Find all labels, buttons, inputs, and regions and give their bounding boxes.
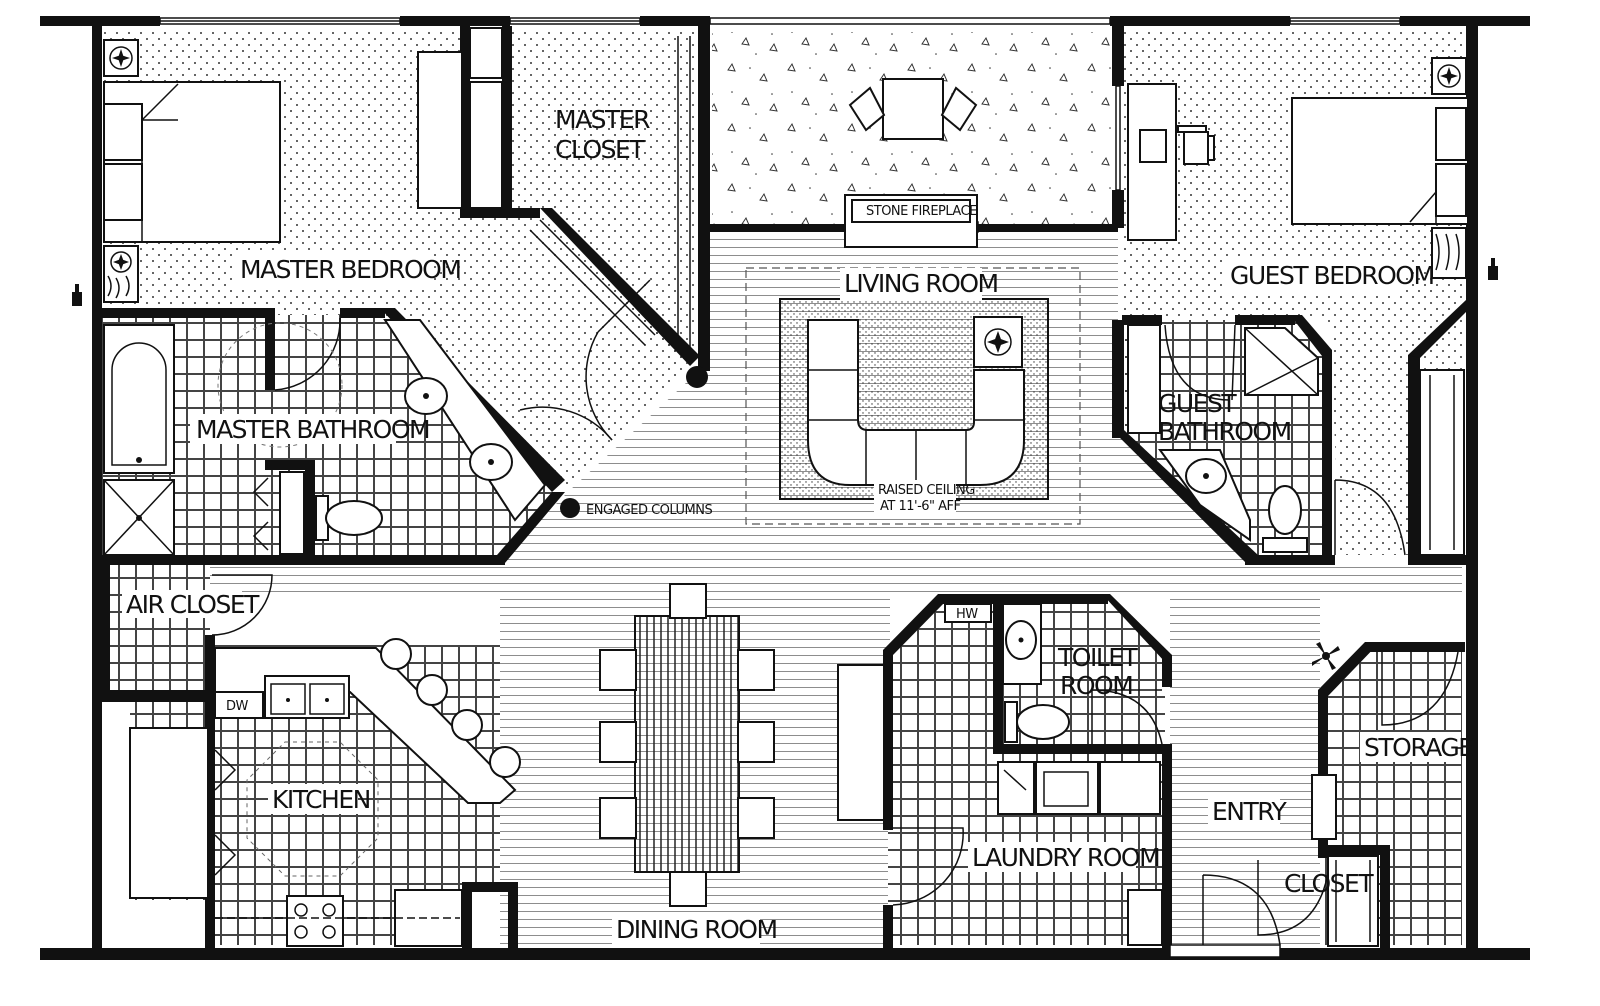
toilet-room-sink: [1002, 603, 1042, 685]
kitchen-lower-cabinets: [394, 889, 463, 947]
stone-fireplace: [844, 194, 978, 248]
refrigerator: [129, 727, 209, 899]
pantry-doors: [214, 749, 237, 876]
linen-cabinet: [252, 460, 315, 556]
storage-door: [1381, 651, 1459, 726]
label-master-closet: MASTER: [555, 105, 650, 134]
engaged-column: [560, 498, 580, 518]
label-kitchen: KITCHEN: [272, 785, 370, 814]
dining-table: [599, 583, 775, 907]
dining-set-patio: [848, 78, 978, 140]
kitchen-island-outline: [246, 741, 379, 877]
guest-closet: [1419, 369, 1465, 556]
air-closet-door: [211, 574, 273, 636]
guest-vanity-cabinet: [1127, 324, 1161, 434]
sectional-sofa: [807, 319, 1025, 486]
bar-stools: [380, 638, 521, 778]
exterior-light-icon: [72, 258, 1498, 306]
label-guest-bedroom: GUEST BEDROOM: [1230, 261, 1434, 290]
label-engaged-columns: ENGAGED COLUMNS: [586, 503, 712, 518]
label-guest-bathroom: BATHROOM: [1158, 417, 1291, 446]
entry-door: [1169, 874, 1281, 958]
shower: [103, 479, 175, 556]
guest-bedroom-doors: [1164, 324, 1406, 556]
label-laundry-room: LAUNDRY ROOM: [972, 843, 1159, 872]
guest-bed: [1291, 97, 1469, 225]
lamp-icon: [973, 316, 1023, 368]
master-bedroom-doors: [274, 279, 651, 441]
door-swing-dashed: [217, 322, 343, 448]
label-guest-bathroom: GUEST: [1158, 389, 1237, 418]
label-master-closet: CLOSET: [555, 135, 645, 164]
nightstand-lamp-icon: [103, 39, 139, 303]
guest-vanity: [1158, 449, 1251, 542]
toilet: [315, 495, 383, 541]
label-raised-ceiling: RAISED CEILING: [878, 483, 975, 498]
label-toilet-room: ROOM: [1060, 671, 1132, 700]
label-dishwasher: DW: [226, 699, 249, 714]
water-heater: [944, 603, 992, 623]
label-stone-fireplace: STONE FIREPLACE: [866, 204, 977, 219]
label-air-closet: AIR CLOSET: [126, 590, 260, 619]
laundry-cabinet: [1127, 889, 1163, 946]
laundry-appliances: [997, 761, 1161, 815]
label-toilet-room: TOILET: [1057, 643, 1139, 672]
sideboard: [837, 664, 885, 821]
guest-shower: [1244, 327, 1319, 396]
label-water-heater: HW: [956, 607, 978, 622]
plant-icon: [1312, 642, 1340, 670]
label-storage: STORAGE: [1364, 733, 1473, 762]
desk-and-chair: [1127, 83, 1215, 241]
bathtub: [103, 324, 175, 474]
room-labels: MASTER BEDROOM MASTER CLOSET MASTER BATH…: [122, 105, 1475, 944]
raised-ceiling-outline: [745, 267, 1081, 525]
kitchen-counter: [214, 647, 517, 804]
engaged-column: [686, 366, 708, 388]
toilet-room-door: [1091, 689, 1163, 745]
label-raised-ceiling-height: AT 11'-6" AFF: [880, 499, 961, 514]
annotation-labels: STONE FIREPLACE RAISED CEILING AT 11'-6"…: [226, 204, 979, 714]
label-dining-room: DINING ROOM: [616, 915, 777, 944]
toilet-room-toilet: [1004, 701, 1070, 743]
dresser: [417, 51, 463, 209]
label-master-bathroom: MASTER BATHROOM: [196, 415, 429, 444]
laundry-door: [892, 827, 964, 906]
nightstand-lamp-icon: [1431, 57, 1467, 279]
label-living-room: LIVING ROOM: [844, 269, 998, 298]
guest-toilet: [1262, 485, 1308, 553]
label-closet: CLOSET: [1284, 869, 1374, 898]
master-closet-shelving: [469, 27, 691, 350]
label-master-bedroom: MASTER BEDROOM: [240, 255, 460, 284]
closet-shelving: [1327, 855, 1379, 947]
double-vanity: [383, 319, 547, 522]
label-entry: ENTRY: [1212, 797, 1288, 826]
master-bed: [103, 81, 281, 243]
stove-icon: [286, 895, 344, 947]
entry-bench: [1311, 774, 1337, 840]
